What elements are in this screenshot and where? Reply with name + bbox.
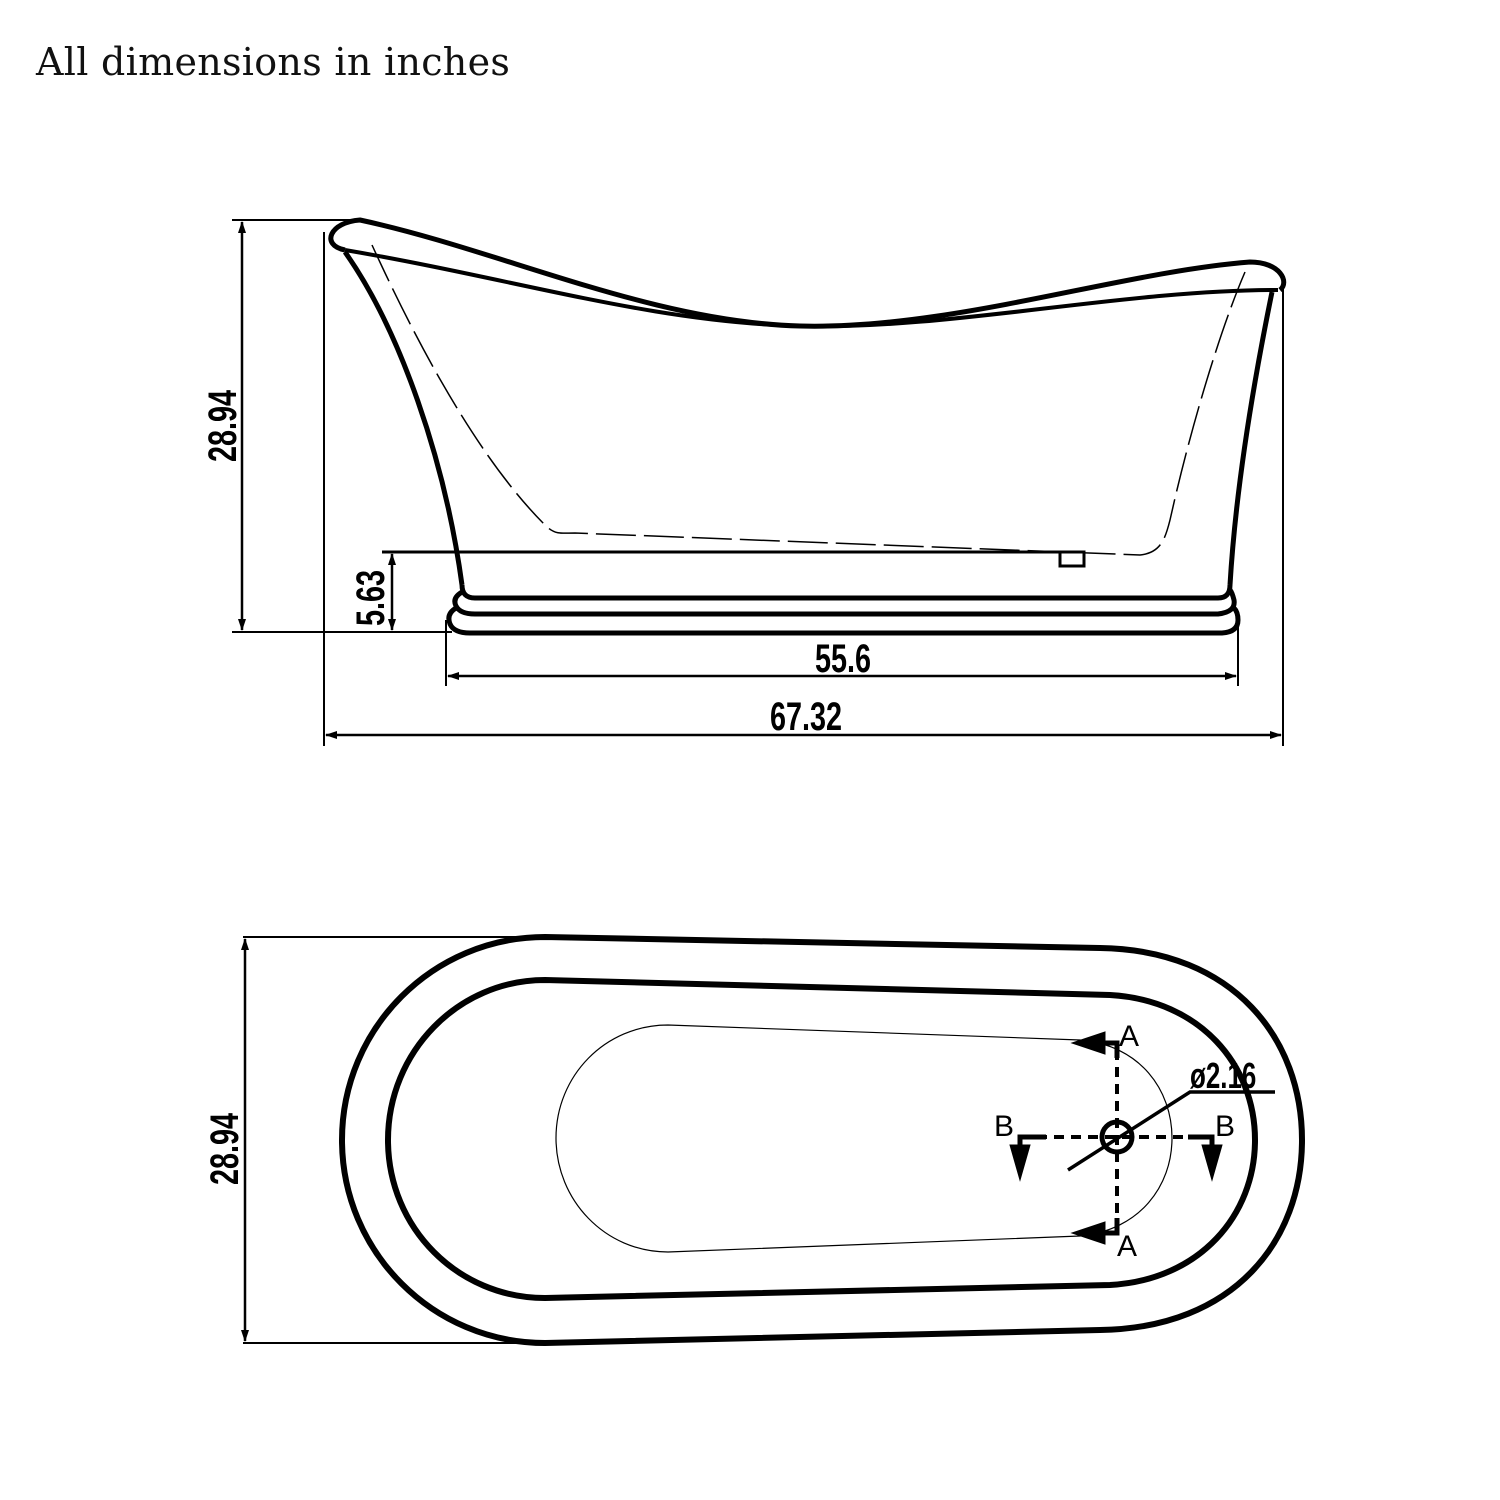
base-height-label: 5.63 bbox=[348, 570, 393, 626]
units-note: All dimensions in inches bbox=[36, 40, 511, 84]
base-length-label: 55.6 bbox=[815, 636, 871, 681]
section-a-top-marker bbox=[1100, 1040, 1120, 1058]
section-a-bottom-marker bbox=[1100, 1218, 1120, 1236]
inner-rim bbox=[384, 976, 1259, 1302]
basin-floor bbox=[555, 1024, 1173, 1253]
overall-length-label: 67.32 bbox=[770, 694, 842, 739]
section-a-bottom-label: A bbox=[1117, 1230, 1137, 1263]
drain-diameter-label: ø2.16 bbox=[1190, 1056, 1256, 1096]
tub-left-side bbox=[342, 250, 465, 586]
section-b-left-label: B bbox=[994, 1110, 1014, 1143]
outer-rim bbox=[338, 933, 1306, 1347]
overall-width-label: 28.94 bbox=[202, 1112, 247, 1185]
section-b-right-marker bbox=[1188, 1134, 1215, 1148]
overall-height-label: 28.94 bbox=[200, 389, 245, 462]
plan-view bbox=[241, 933, 1306, 1347]
inner-basin-hidden bbox=[371, 244, 1246, 556]
section-b-right-label: B bbox=[1215, 1110, 1235, 1143]
base-foot bbox=[446, 605, 1241, 636]
base-band-1 bbox=[459, 584, 1233, 601]
tub-right-side bbox=[1227, 291, 1275, 586]
drain-leader bbox=[1067, 1090, 1275, 1172]
section-b-left-marker bbox=[1017, 1134, 1046, 1148]
tub-rim-inner bbox=[344, 248, 1279, 329]
drain-fitting bbox=[1058, 550, 1086, 568]
section-a-top-label: A bbox=[1119, 1020, 1139, 1053]
side-view bbox=[232, 217, 1287, 746]
base-band-2 bbox=[452, 588, 1237, 617]
